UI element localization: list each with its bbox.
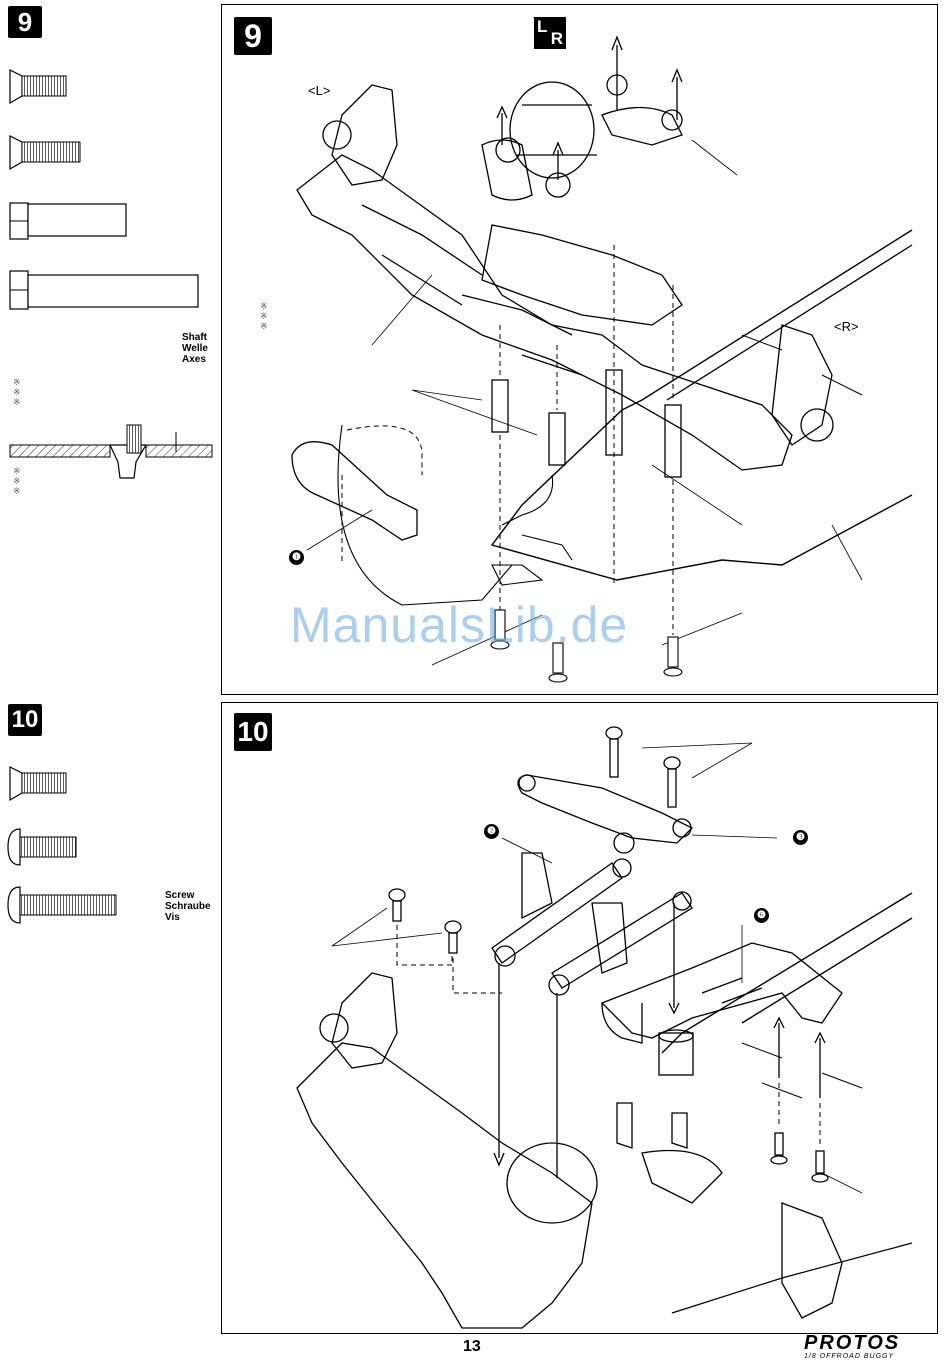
step-9-panel: 9 L R <L> <R> ※ ※ ※ ❶ [221, 4, 938, 695]
brand-subtitle: 1/8 OFFROAD BUGGY [804, 1353, 938, 1360]
countersunk-screw-step10-icon [10, 767, 66, 800]
shaft-label-fr: Axes [182, 354, 208, 365]
shaft-long-icon [10, 271, 198, 309]
countersunk-screw-long-icon [10, 136, 80, 169]
shaft-label-de: Welle [182, 343, 208, 354]
note-mark: ※ [13, 476, 21, 486]
step-9-notes-low: ※ ※ ※ [13, 466, 21, 496]
step-9-assembly-drawing [222, 5, 938, 695]
brand-name: PROTOS [804, 1333, 938, 1353]
note-mark: ※ [13, 397, 21, 407]
page-number: 13 [463, 1338, 481, 1356]
screw-label: Screw Schraube Vis [165, 890, 211, 923]
countersink-section-icon [10, 425, 212, 478]
step-10-number: 10 [12, 706, 39, 734]
button-head-screw-long-icon [8, 887, 116, 923]
step-10-assembly-drawing [222, 703, 938, 1334]
countersunk-screw-short-icon [10, 70, 66, 103]
note-mark: ※ [13, 377, 21, 387]
shaft-short-icon [10, 203, 126, 239]
screw-label-en: Screw [165, 890, 211, 901]
shaft-label: Shaft Welle Axes [182, 332, 208, 365]
note-mark: ※ [13, 387, 21, 397]
step-10-panel: 10 ❷ ❸ ❻ [221, 702, 938, 1334]
step-10-badge: 10 [8, 704, 42, 736]
screw-label-fr: Vis [165, 912, 211, 923]
button-head-screw-short-icon [8, 829, 76, 865]
note-mark: ※ [13, 486, 21, 496]
note-mark: ※ [13, 466, 21, 476]
step-9-notes-mid: ※ ※ ※ [13, 377, 21, 407]
brand-logo: PROTOS 1/8 OFFROAD BUGGY [804, 1333, 938, 1360]
watermark: ManualsLib.de [290, 596, 628, 654]
screw-label-de: Schraube [165, 901, 211, 912]
shaft-label-en: Shaft [182, 332, 208, 343]
